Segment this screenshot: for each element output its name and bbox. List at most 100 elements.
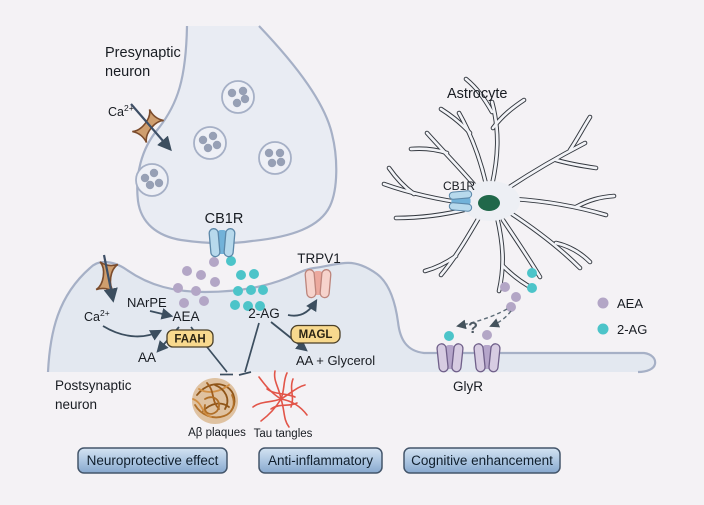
dot [232, 98, 242, 108]
dot [145, 180, 155, 190]
dot [275, 148, 285, 158]
anti-inflammatory-label: Anti-inflammatory [268, 453, 373, 468]
dot [267, 158, 277, 168]
presynaptic-neuron-label-line2: neuron [105, 64, 150, 80]
two-ag-inhibition-line [244, 322, 260, 373]
glyr-receptor-left-icon [436, 343, 464, 373]
aea-molecules-cleft [173, 257, 220, 308]
dot [227, 88, 237, 98]
tau-tangles-icon [252, 370, 308, 428]
cb1r-label: CB1R [205, 211, 244, 227]
cb1r-astrocyte-label: CB1R [443, 179, 475, 193]
dot [208, 131, 218, 141]
two-ag-molecules-trail [444, 268, 537, 341]
dot [230, 300, 240, 310]
dot [149, 168, 159, 178]
magl-label: MAGL [299, 329, 333, 341]
dot [233, 286, 243, 296]
tau-tangles-label: Tau tangles [254, 428, 313, 440]
dot [243, 301, 253, 311]
dot [193, 126, 227, 160]
dot [173, 283, 183, 293]
cb1r-receptor-astrocyte-icon [448, 190, 473, 212]
legend-aea-label: AEA [617, 296, 643, 311]
dot [209, 257, 219, 267]
trpv1-receptor-icon [304, 269, 332, 299]
faah-label: FAAH [174, 334, 205, 346]
postsynaptic-neuron-label-line2: neuron [55, 397, 97, 412]
legend-two-ag-label: 2-AG [617, 322, 647, 337]
dot [198, 135, 208, 145]
aa-glycerol-label: AA + Glycerol [296, 353, 375, 368]
astrocyte-to-glyr-dashed-arrow-left [456, 308, 508, 330]
astrocyte-cell [384, 79, 614, 291]
aa-label: AA [138, 350, 156, 365]
dot [236, 270, 246, 280]
postsynaptic-neuron-label-line1: Postsynaptic [55, 378, 132, 393]
dot [527, 283, 537, 293]
dot [258, 141, 292, 175]
dot [506, 302, 516, 312]
astrocyte-nucleus [478, 195, 500, 211]
abeta-plaques-label: Aβ plaques [188, 427, 246, 439]
aea-label: AEA [172, 309, 199, 324]
dot [444, 331, 454, 341]
dot [221, 80, 255, 114]
dot [135, 163, 169, 197]
dot [196, 270, 206, 280]
dot [246, 285, 256, 295]
dot [210, 277, 220, 287]
question-mark-label: ? [468, 320, 478, 337]
legend-aea-dot-icon [597, 297, 609, 309]
dot [199, 296, 209, 306]
two-ag-inhibition-cap [238, 371, 252, 376]
glyr-receptor-right-icon [473, 343, 501, 373]
calcium-influx-arrow-presynaptic [130, 103, 172, 152]
presynaptic-body [137, 26, 337, 244]
narpe-to-aea-arrow [149, 308, 174, 320]
dot [482, 330, 492, 340]
dot [179, 298, 189, 308]
dot [527, 268, 537, 278]
dot [212, 140, 222, 150]
dot [264, 148, 274, 158]
calcium-influx-arrow-postsynaptic [102, 254, 118, 303]
cognitive-enhancement-box [403, 447, 561, 474]
dot [182, 266, 192, 276]
narpe-label: NArPE [127, 295, 167, 310]
neuroprotective-effect-label: Neuroprotective effect [87, 453, 219, 468]
dot [240, 94, 250, 104]
dot [258, 285, 268, 295]
two-ag-to-products-arrow [270, 321, 308, 352]
dot [203, 143, 213, 153]
vesicles-layer [135, 80, 292, 197]
trpv1-label: TRPV1 [297, 251, 341, 266]
dot [154, 178, 164, 188]
calcium-to-aea-arrow [102, 325, 163, 341]
abeta-plaques-icon [192, 378, 238, 424]
neuroprotective-effect-box [77, 447, 228, 474]
cognitive-enhancement-label: Cognitive enhancement [411, 453, 553, 468]
presynaptic-neuron [135, 25, 338, 245]
presynaptic-neuron-label-line1: Presynaptic [105, 45, 181, 61]
dot [140, 173, 150, 183]
dot [511, 292, 521, 302]
astrocyte-to-glyr-dashed-arrow-right [489, 310, 512, 328]
astrocyte-label: Astrocyte [447, 86, 507, 102]
two-ag-to-trpv1-arrow [287, 298, 318, 317]
cb1r-receptor-icon [208, 228, 236, 258]
dot [500, 282, 510, 292]
effect-boxes: Neuroprotective effect Anti-inflammatory… [77, 447, 561, 474]
dot [249, 269, 259, 279]
calcium-label-presynaptic: Ca2+ [108, 103, 134, 119]
two-ag-molecules-cleft [226, 256, 268, 311]
legend-two-ag-dot-icon [597, 323, 609, 335]
dot [226, 256, 236, 266]
glyr-label: GlyR [453, 379, 483, 394]
anti-inflammatory-box [258, 447, 383, 474]
dot [255, 301, 265, 311]
aea-molecules-trail [482, 282, 521, 340]
faah-enzyme-box [166, 329, 214, 348]
dot [191, 286, 201, 296]
